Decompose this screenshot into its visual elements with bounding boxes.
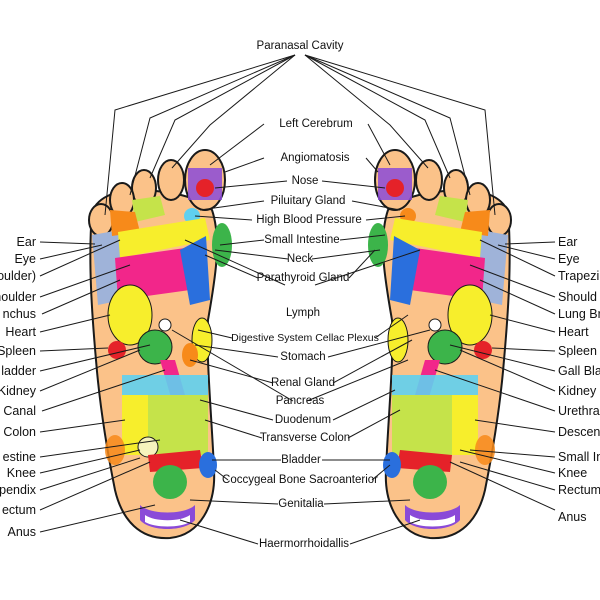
left-toe-5	[88, 203, 114, 237]
left-cerebrum-label: Left Cerebrum	[279, 118, 353, 130]
pituitary-gland-label: Piluitary Gland	[270, 195, 346, 207]
lymph-label: Lymph	[285, 307, 321, 319]
right-zone-green-side	[368, 223, 388, 267]
right-zone-red-rectum	[397, 450, 452, 472]
left-appendix-label: pendix	[0, 483, 36, 497]
right-zone-green-genitalia	[413, 465, 447, 499]
left-zone-knee	[137, 436, 159, 458]
left-bladder-label: ladder	[1, 364, 36, 378]
genitalia-label: Genitalia	[278, 498, 324, 510]
left-colon-label: Colon	[3, 425, 36, 439]
left-zone-yellow-band	[118, 218, 210, 258]
haermorrhoidallis-label: Haermorrhoidallis	[258, 538, 350, 550]
left-heart-label: Heart	[5, 325, 36, 339]
left-intestine-label: estine	[2, 450, 36, 464]
right-zone-blue-bladder	[383, 452, 401, 478]
left-zone-blue-bladder	[199, 452, 217, 478]
left-ear-label: Ear	[16, 235, 36, 249]
left-zone-red-rectum	[148, 450, 203, 472]
right-zone-orange-knee-side	[475, 435, 495, 465]
right-zone-yellow-band	[390, 218, 482, 258]
nose-label: Nose	[291, 175, 319, 187]
right-small-intestine-label: Small In	[558, 450, 600, 464]
right-toe-2	[415, 159, 443, 201]
bladder-label: Bladder	[281, 454, 321, 466]
digestive-system-label: Digestive System Cellac Plexus	[231, 332, 379, 344]
left-zone-white	[158, 318, 172, 332]
high-blood-pressure-label: High Blood Pressure	[256, 214, 362, 226]
right-urethra-label: Urethra	[558, 404, 600, 418]
right-zone-cyan-colon	[392, 375, 478, 395]
left-zone-lime-intestine	[148, 395, 208, 455]
right-eye-label: Eye	[558, 252, 580, 266]
left-zone-green-genitalia	[153, 465, 187, 499]
paranasal-cavity-label: Paranasal Cavity	[256, 40, 344, 52]
stomach-label: Stomach	[280, 351, 326, 363]
right-zone-lime-toes	[435, 196, 468, 222]
neck-label: Neck	[286, 253, 314, 265]
left-zone-orange-top	[110, 210, 140, 236]
renal-gland-label: Renal Gland	[271, 377, 335, 389]
left-bronchus-label: nchus	[2, 307, 36, 321]
right-ear-label: Ear	[558, 235, 578, 249]
right-lung-bronchus-label: Lung Br	[558, 307, 600, 321]
left-eye-label: Eye	[14, 252, 36, 266]
left-zone-cyan-colon	[122, 375, 208, 395]
right-shoulder-label: Should	[558, 290, 597, 304]
right-zone-yellow-right	[387, 317, 409, 363]
coccygeal-bone-label: Coccygeal Bone Sacroanterior	[222, 474, 378, 486]
left-zone-blue-neck	[180, 236, 210, 305]
right-descending-label: Descen	[558, 425, 600, 439]
left-kidney-label: Kidney	[0, 384, 36, 398]
angiomatosis-label: Angiomatosis	[280, 152, 350, 164]
left-knee-label: Knee	[6, 466, 36, 480]
right-zone-yellow-colon	[452, 395, 478, 455]
left-zone-orange-knee-side	[105, 435, 125, 465]
right-trapezius-label: Trapezi	[558, 269, 600, 283]
right-toe-5	[486, 203, 512, 237]
left-zone-red-spleen	[108, 341, 126, 359]
right-zone-white	[428, 318, 442, 332]
left-zone-lime-toes	[132, 196, 165, 222]
right-zone-red-spleen	[474, 341, 492, 359]
right-knee-label: Knee	[558, 466, 588, 480]
right-zone-green-kidney	[427, 329, 463, 365]
right-zone-orange-top	[460, 210, 490, 236]
left-zone-green-kidney	[137, 329, 173, 365]
left-canal-label: Canal	[3, 404, 36, 418]
transverse-colon-label: Transverse Colon	[259, 432, 351, 444]
right-kidney-label: Kidney	[558, 384, 597, 398]
left-shoulder-2-label: houlder	[0, 290, 36, 304]
small-intestine-label: Small Intestine	[264, 234, 340, 246]
left-shoulder-1-label: oulder)	[0, 269, 36, 283]
right-rectum-label: Rectum	[558, 483, 600, 497]
left-toe-2	[157, 159, 185, 201]
left-zone-white-anus	[145, 515, 190, 527]
right-heart-label: Heart	[558, 325, 589, 339]
right-gall-bladder-label: Gall Bla	[558, 364, 600, 378]
left-spleen-label: Spleen	[0, 344, 36, 358]
right-zone-red-nose	[386, 179, 404, 197]
right-zone-greyblue	[478, 230, 508, 305]
left-anus-label: Anus	[7, 525, 37, 539]
pancreas-label: Pancreas	[275, 395, 325, 407]
right-zone-yellow-heart	[447, 284, 493, 346]
right-zone-lime-intestine	[392, 395, 452, 455]
parathyroid-gland-label: Parathyroid Gland	[256, 272, 350, 284]
right-zone-white-anus	[410, 515, 455, 527]
left-zone-orange-right	[182, 343, 198, 367]
left-foot	[88, 149, 232, 540]
right-anus-label: Anus	[558, 510, 587, 524]
right-spleen-label: Spleen	[558, 344, 597, 358]
leader-lines	[39, 54, 556, 545]
left-zone-red-nose	[196, 179, 214, 197]
right-zone-blue-neck	[390, 236, 420, 305]
left-rectum-label: ectum	[1, 503, 36, 517]
duodenum-label: Duodenum	[274, 414, 332, 426]
